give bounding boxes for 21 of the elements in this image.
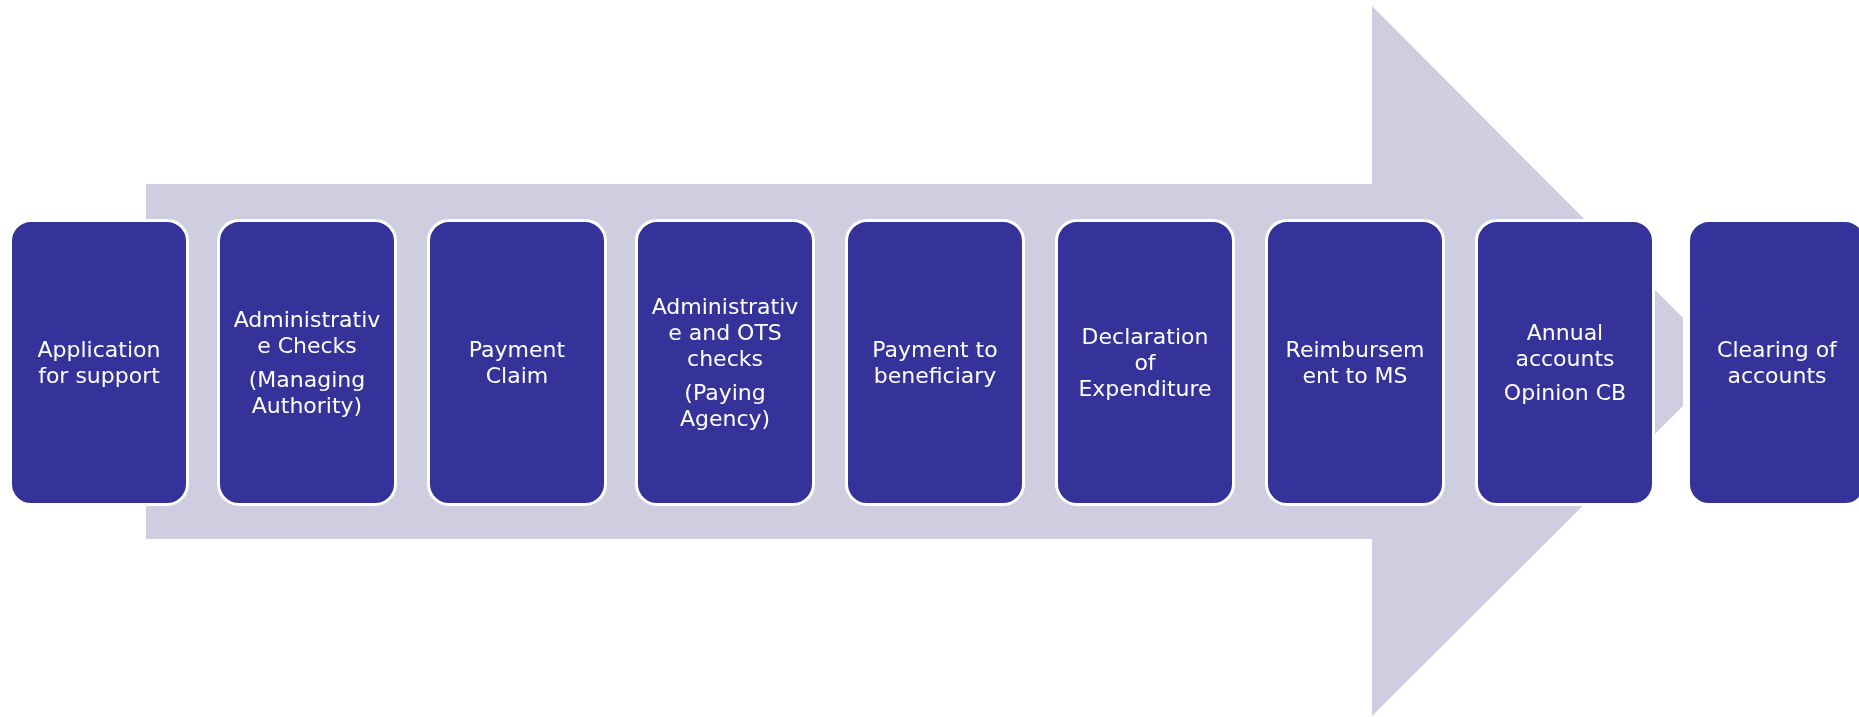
step-label: Payment Claim	[467, 336, 567, 389]
step-label: Administrative and OTS checks	[650, 293, 800, 372]
step-label: (Managing Authority)	[247, 366, 367, 419]
step-box	[635, 219, 815, 506]
step-label: Reimbursement to MS	[1284, 336, 1426, 389]
step-box	[1055, 219, 1235, 506]
step-box	[427, 219, 607, 506]
step-box	[9, 219, 189, 506]
step-box	[217, 219, 397, 506]
step-box	[1265, 219, 1445, 506]
step-label: Payment to beneficiary	[871, 336, 999, 389]
step-box	[1475, 219, 1655, 506]
step-label: Opinion CB	[1503, 379, 1627, 406]
step-box	[845, 219, 1025, 506]
step-label: Annual accounts	[1514, 319, 1616, 372]
step-label: Application for support	[36, 336, 162, 389]
step-box	[1687, 219, 1859, 506]
step-label: Administrative Checks	[232, 306, 382, 359]
step-label: (Paying Agency)	[678, 379, 772, 432]
step-label: Declaration of Expenditure	[1077, 323, 1213, 402]
step-label: Clearing of accounts	[1716, 336, 1839, 389]
